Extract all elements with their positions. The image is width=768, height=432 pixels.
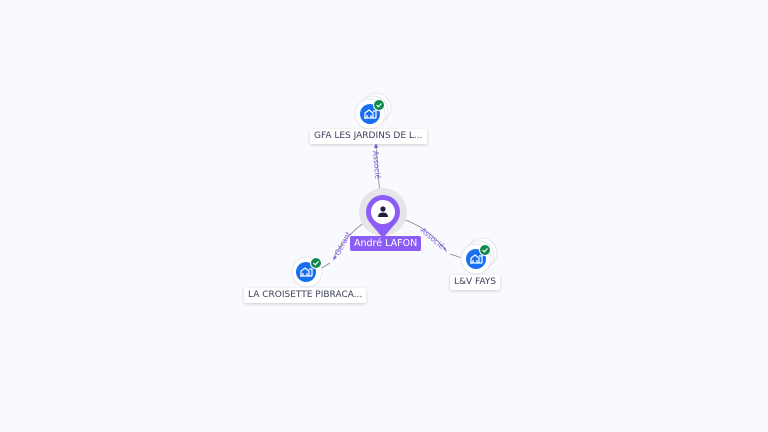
person-label[interactable]: André LAFON <box>350 236 422 251</box>
node-lv[interactable] <box>460 237 498 275</box>
person-icon <box>378 206 388 217</box>
edge-label: Associé <box>371 150 382 179</box>
node-label-gfa[interactable]: GFA LES JARDINS DE L... <box>310 129 427 144</box>
check-icon <box>478 243 492 257</box>
edge-gfa <box>375 145 381 197</box>
edge-arrow <box>374 143 378 148</box>
check-icon <box>372 98 386 112</box>
node-croisette[interactable] <box>291 256 323 288</box>
node-label-lv[interactable]: L&V FAYS <box>450 275 501 290</box>
node-label-croisette[interactable]: LA CROISETTE PIBRACA... <box>244 288 367 303</box>
edge-arrow <box>333 256 337 261</box>
check-icon <box>309 256 323 270</box>
person-node[interactable] <box>359 188 407 238</box>
edge-arrow <box>443 247 447 252</box>
edge-label: Associé <box>419 226 447 251</box>
node-gfa[interactable] <box>354 92 392 130</box>
